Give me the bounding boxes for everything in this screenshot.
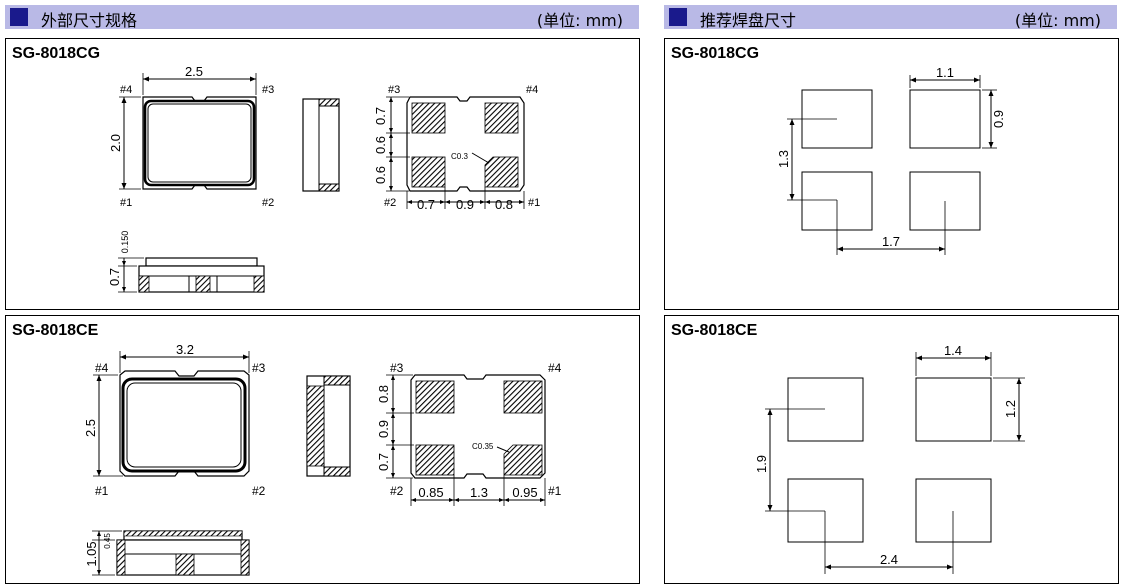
cg-side-view — [302, 98, 340, 192]
ce-pad-width: 1.4 — [944, 343, 962, 358]
cg-gap-v-1: 0.7 — [373, 107, 388, 125]
cg-chamfer-label: C0.3 — [451, 152, 468, 161]
pin-3-label: #3 — [252, 361, 266, 375]
ce-pitch-x: 2.4 — [880, 552, 898, 567]
pin-1-label: #1 — [120, 197, 132, 209]
cg-pad-layout: 1.1 0.9 1.3 1.7 — [776, 65, 1006, 255]
ce-gap-h-3: 0.95 — [512, 485, 537, 500]
model-label: SG-8018CE — [671, 322, 758, 339]
panel-cg-pads: SG-8018CG 1.1 0.9 1.3 1.7 — [664, 38, 1119, 310]
ce-pad-height: 1.2 — [1003, 400, 1018, 418]
cg-width-label: 2.5 — [185, 64, 203, 79]
panel-ce-dimensions: SG-8018CE 3.2 2.5 #4 #3 #1 #2 — [5, 315, 640, 584]
bottom-pin-1-label: #1 — [528, 197, 540, 209]
cg-lid-label: 0.150 — [120, 231, 130, 254]
cg-pitch-y: 1.3 — [776, 150, 791, 168]
bottom-pin-2-label: #2 — [390, 484, 404, 498]
pin-2-label: #2 — [252, 484, 266, 498]
pin-4-label: #4 — [95, 361, 109, 375]
ce-gap-h-2: 1.3 — [470, 485, 488, 500]
model-label: SG-8018CG — [12, 45, 101, 62]
cg-gap-v-3: 0.6 — [373, 166, 388, 184]
ce-pad-layout: 1.4 1.2 1.9 2.4 — [754, 343, 1025, 574]
bottom-pin-2-label: #2 — [384, 197, 396, 209]
ce-gap-h-1: 0.85 — [418, 485, 443, 500]
panel-ce-pads: SG-8018CE 1.4 1.2 1.9 2.4 — [664, 315, 1119, 584]
pin-4-label: #4 — [120, 84, 132, 96]
ce-gap-v-1: 0.8 — [376, 385, 391, 403]
ce-side-view — [306, 375, 351, 477]
pad — [787, 478, 864, 543]
cg-gap-h-1: 0.7 — [417, 197, 435, 212]
cg-top-view — [142, 96, 257, 190]
header-external-dimensions: 外部尺寸规格 (单位: mm) — [5, 5, 639, 30]
ce-width-label: 3.2 — [176, 342, 194, 357]
pad — [915, 478, 992, 543]
panel-cg-dimensions: SG-8018CG 2.5 2.0 #4 #3 #1 #2 — [5, 38, 640, 310]
cg-gap-h-3: 0.8 — [495, 197, 513, 212]
ce-top-view — [119, 370, 250, 477]
bottom-pin-4-label: #4 — [526, 84, 538, 96]
header-marker — [669, 8, 687, 26]
cg-bottom-view — [406, 96, 525, 192]
ce-chamfer-label: C0.35 — [472, 442, 494, 451]
bottom-pin-3-label: #3 — [390, 361, 404, 375]
ce-front-view — [116, 530, 250, 576]
bottom-pin-1-label: #1 — [548, 484, 562, 498]
cg-pitch-x: 1.7 — [882, 234, 900, 249]
cg-gap-h-2: 0.9 — [456, 197, 474, 212]
ce-dimension-drawing: 3.2 2.5 #4 #3 #1 #2 C0.35 #3 #4 #2 — [83, 342, 562, 576]
ce-height-label: 2.5 — [83, 419, 98, 437]
model-label: SG-8018CE — [12, 322, 99, 339]
cg-front-view — [138, 257, 265, 293]
cg-pad-width: 1.1 — [936, 65, 954, 80]
ce-thickness-label: 1.05 — [84, 541, 99, 566]
pad — [787, 377, 864, 442]
pin-1-label: #1 — [95, 484, 109, 498]
cg-height-label: 2.0 — [108, 134, 123, 152]
ce-bottom-view — [410, 374, 546, 479]
pad — [909, 89, 981, 149]
model-label: SG-8018CG — [671, 45, 760, 62]
header-unit: (单位: mm) — [536, 11, 623, 30]
ce-gap-v-3: 0.7 — [376, 453, 391, 471]
header-title: 外部尺寸规格 — [41, 11, 138, 30]
ce-lid-label: 0.45 — [103, 533, 112, 549]
cg-pad-height: 0.9 — [991, 110, 1006, 128]
header-recommended-pads: 推荐焊盘尺寸 (单位: mm) — [664, 5, 1117, 30]
header-unit: (单位: mm) — [1014, 11, 1101, 30]
header-title: 推荐焊盘尺寸 — [700, 11, 797, 30]
header-marker — [10, 8, 28, 26]
ce-pitch-y: 1.9 — [754, 455, 769, 473]
bottom-pin-3-label: #3 — [388, 84, 400, 96]
bottom-pin-4-label: #4 — [548, 361, 562, 375]
ce-gap-v-2: 0.9 — [376, 420, 391, 438]
pin-3-label: #3 — [262, 84, 274, 96]
cg-gap-v-2: 0.6 — [373, 136, 388, 154]
cg-dimension-drawing: 2.5 2.0 #4 #3 #1 #2 C0.3 #3 #4 #2 # — [107, 64, 540, 293]
pad — [915, 377, 992, 442]
pin-2-label: #2 — [262, 197, 274, 209]
cg-thickness-label: 0.7 — [107, 268, 122, 286]
